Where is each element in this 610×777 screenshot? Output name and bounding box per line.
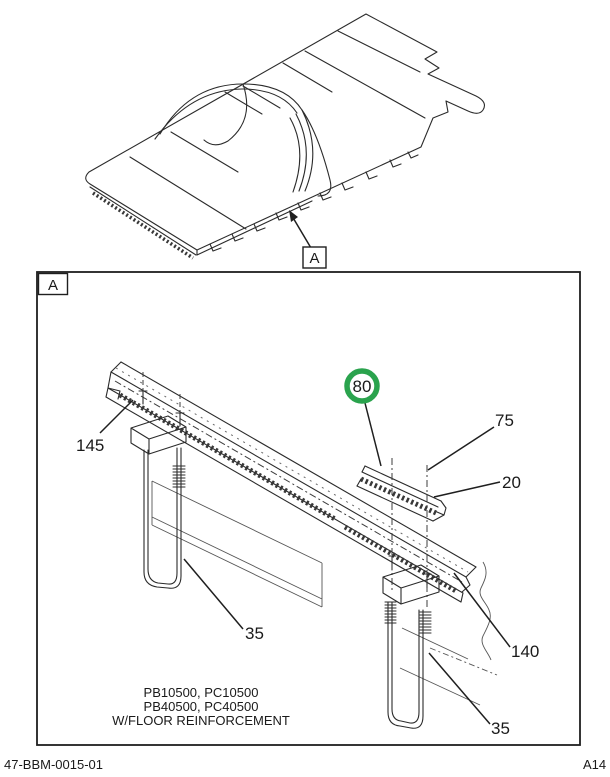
callout-75: 75 [427,411,514,471]
overview-figure: A [85,13,485,269]
hump-opening [203,83,248,146]
detail-callout-box [302,246,327,269]
spacer-block-right [382,564,440,605]
callout-35-left: 35 [183,558,264,643]
callout-35-left-label: 35 [245,624,264,643]
rail-right-end-cap [460,566,477,603]
edge-clips [209,151,419,252]
rail-reinforcement-left [118,392,337,522]
caption-line-3: W/FLOOR REINFORCEMENT [112,713,290,728]
callout-20: 20 [433,473,521,498]
crossmember-right-edge [399,627,481,706]
detail-figure: A [36,271,581,746]
caption: PB10500, PC10500 PB40500, PC40500 W/FLOO… [112,685,290,728]
caption-line-2: PB40500, PC40500 [144,699,259,714]
detail-view-label-box [37,272,69,296]
callout-arrow-line [291,215,312,249]
hump-band [224,85,281,115]
callout-80: 80 [344,368,382,467]
caption-line-1: PB10500, PC10500 [144,685,259,700]
panel-seam-lines [129,30,426,230]
callout-75-label: 75 [495,411,514,430]
reinforcement-strip [356,465,447,522]
callout-20-label: 20 [502,473,521,492]
u-bolt-left-threads [172,465,186,488]
callout-140-label: 140 [511,642,539,661]
callout-35-right-label: 35 [491,719,510,738]
rail-reinforcement-right [343,524,458,594]
footer-sheet-ref: A14 [583,757,606,772]
crossmember-right [429,647,498,676]
detail-callout-label: A [309,250,319,267]
detail-view-frame [36,271,581,746]
rail-top-texture [115,367,469,573]
callout-80-highlight-ring [344,368,380,404]
callout-35-right: 35 [428,652,510,738]
apron-lip [89,186,313,260]
callout-140: 140 [453,572,539,661]
spacer-block-left [130,415,187,455]
u-bolt-right [384,601,432,729]
break-line [479,561,492,661]
floor-panel-outline [85,13,485,251]
rail-left-end-cap [105,361,122,400]
wheel-hump [154,83,332,197]
detail-callout-link: A [289,210,327,269]
u-bolt-right-threads [384,601,432,634]
detail-view-label: A [48,277,58,294]
frame-rail [105,361,477,603]
callout-145-label: 145 [76,436,104,455]
u-bolt-left [143,447,186,589]
callout-arrowhead [289,210,298,222]
crossmember-left [151,480,323,608]
footer-drawing-number: 47-BBM-0015-01 [4,757,103,772]
callout-145: 145 [76,399,134,455]
callout-80-label: 80 [353,377,372,396]
stud-centerlines [142,372,181,413]
rail-hidden-line [114,380,463,583]
